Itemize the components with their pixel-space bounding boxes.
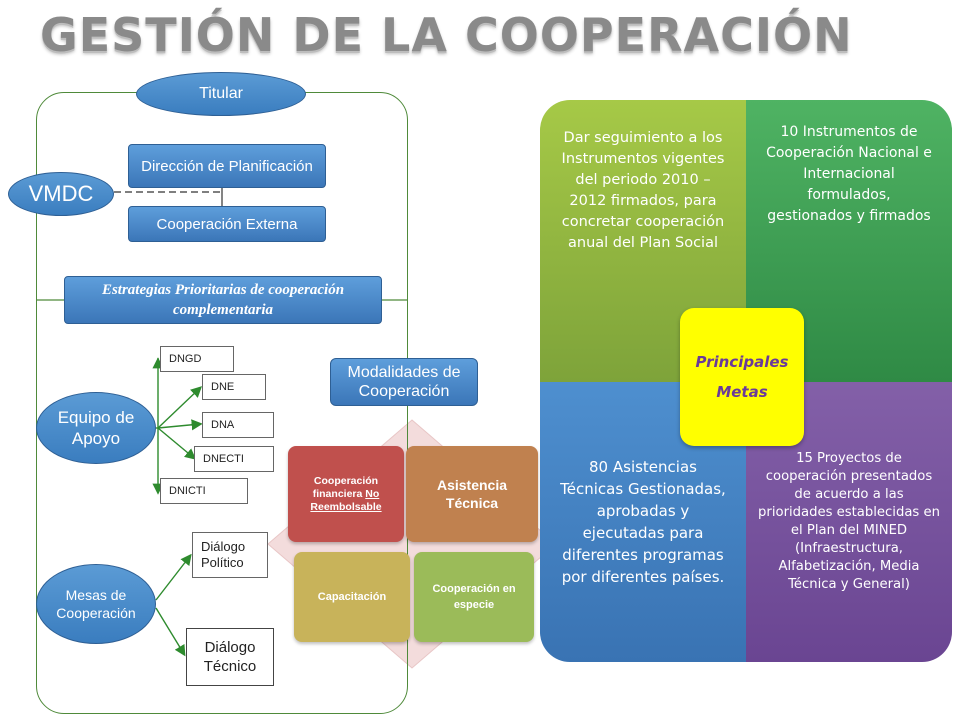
modality-especie: Cooperación en especie [414,552,534,642]
center-line-2: Metas [716,383,768,401]
page-title: GESTIÓN DE LA COOPERACIÓN [40,8,853,62]
direccion-planificacion-node: Dirección de Planificación [128,144,326,188]
equipo-apoyo-node: Equipo de Apoyo [36,392,156,464]
dialogo-politico-node: Diálogo Político [192,532,268,578]
modality-financiera-label: Cooperación financiera No Reembolsable [310,474,382,513]
mesas-cooperacion-node: Mesas de Cooperación [36,564,156,644]
vmdc-node: VMDC [8,172,114,216]
unit-dnecti: DNECTI [194,446,274,472]
modality-financiera: Cooperación financiera No Reembolsable [288,446,404,542]
equipo-tree [152,357,203,495]
unit-dna: DNA [202,412,274,438]
unit-dngd: DNGD [160,346,234,372]
principales-metas-center: Principales Metas [680,308,804,446]
estrategias-node: Estrategias Prioritarias de cooperación … [64,276,382,324]
dialogo-tecnico-node: Diálogo Técnico [186,628,274,686]
unit-dne: DNE [202,374,266,400]
goal-top-left: Dar seguimiento a los Instrumentos vigen… [540,100,746,382]
modality-capacitacion: Capacitación [294,552,410,642]
mesas-arrows [155,553,192,657]
modality-asistencia-tecnica: Asistencia Técnica [406,446,538,542]
modalidades-node: Modalidades de Cooperación [330,358,478,406]
cooperacion-externa-node: Cooperación Externa [128,206,326,242]
unit-dnicti: DNICTI [160,478,248,504]
titular-node: Titular [136,72,306,116]
center-line-1: Principales [695,353,789,371]
